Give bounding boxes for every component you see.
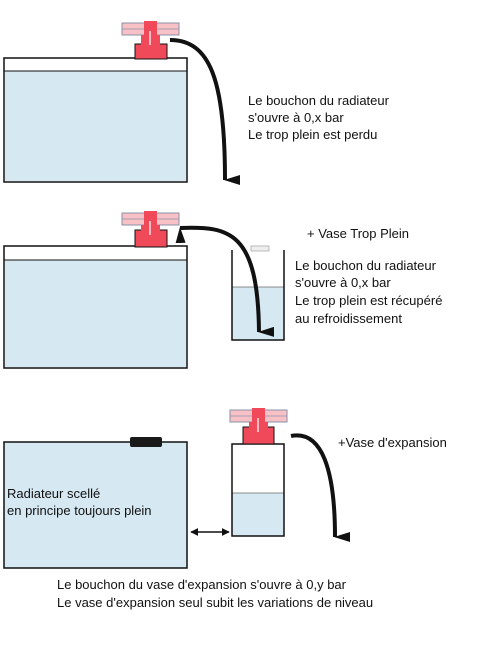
scenario-1-label-line3: Le trop plein est perdu [248,127,378,142]
scenario-2-label-line4: au refroidissement [295,311,402,326]
scenario-2-radiator [3,229,188,369]
overflow-arrow-1 [169,38,241,185]
footer-line2: Le vase d'expansion seul subit les varia… [57,595,374,610]
scenario-3-radiator [3,437,188,569]
expansion-tank [231,426,285,537]
radiator-1-water [5,71,186,181]
expansion-tank-water [232,493,284,536]
radiator-1-neck [134,43,168,60]
radiator-2-water [5,260,186,367]
scenario-3-title: +Vase d'expansion [338,435,447,450]
radiator-3-seal [130,437,162,447]
overflow-arrow-2 [175,225,275,337]
scenario-1-radiator [3,43,188,183]
footer-line1: Le bouchon du vase d'expansion s'ouvre à… [57,577,346,592]
radiator-2-cap-icon [121,211,180,235]
radiator-3-body [3,441,188,569]
radiator-1-cap-icon [121,21,180,45]
scenario-2-label-line3: Le trop plein est récupéré [295,293,443,308]
scenario-2-label-line1: Le bouchon du radiateur [295,258,436,273]
scenario-1-label-line1: Le bouchon du radiateur [248,93,389,108]
overflow-arrow-3 [290,433,351,542]
scenario-2-label-line2: s'ouvre à 0,x bar [295,275,391,290]
scenario-2-title: + Vase Trop Plein [307,226,410,241]
radiator-3-label-line2: en principe toujours plein [7,503,152,518]
overflow-tank-inlet [250,245,270,252]
expansion-tank-cap-icon [229,408,288,432]
radiator-3-label-line1: Radiateur scellé [7,486,101,501]
scenario-1-label-line2: s'ouvre à 0,x bar [248,110,344,125]
